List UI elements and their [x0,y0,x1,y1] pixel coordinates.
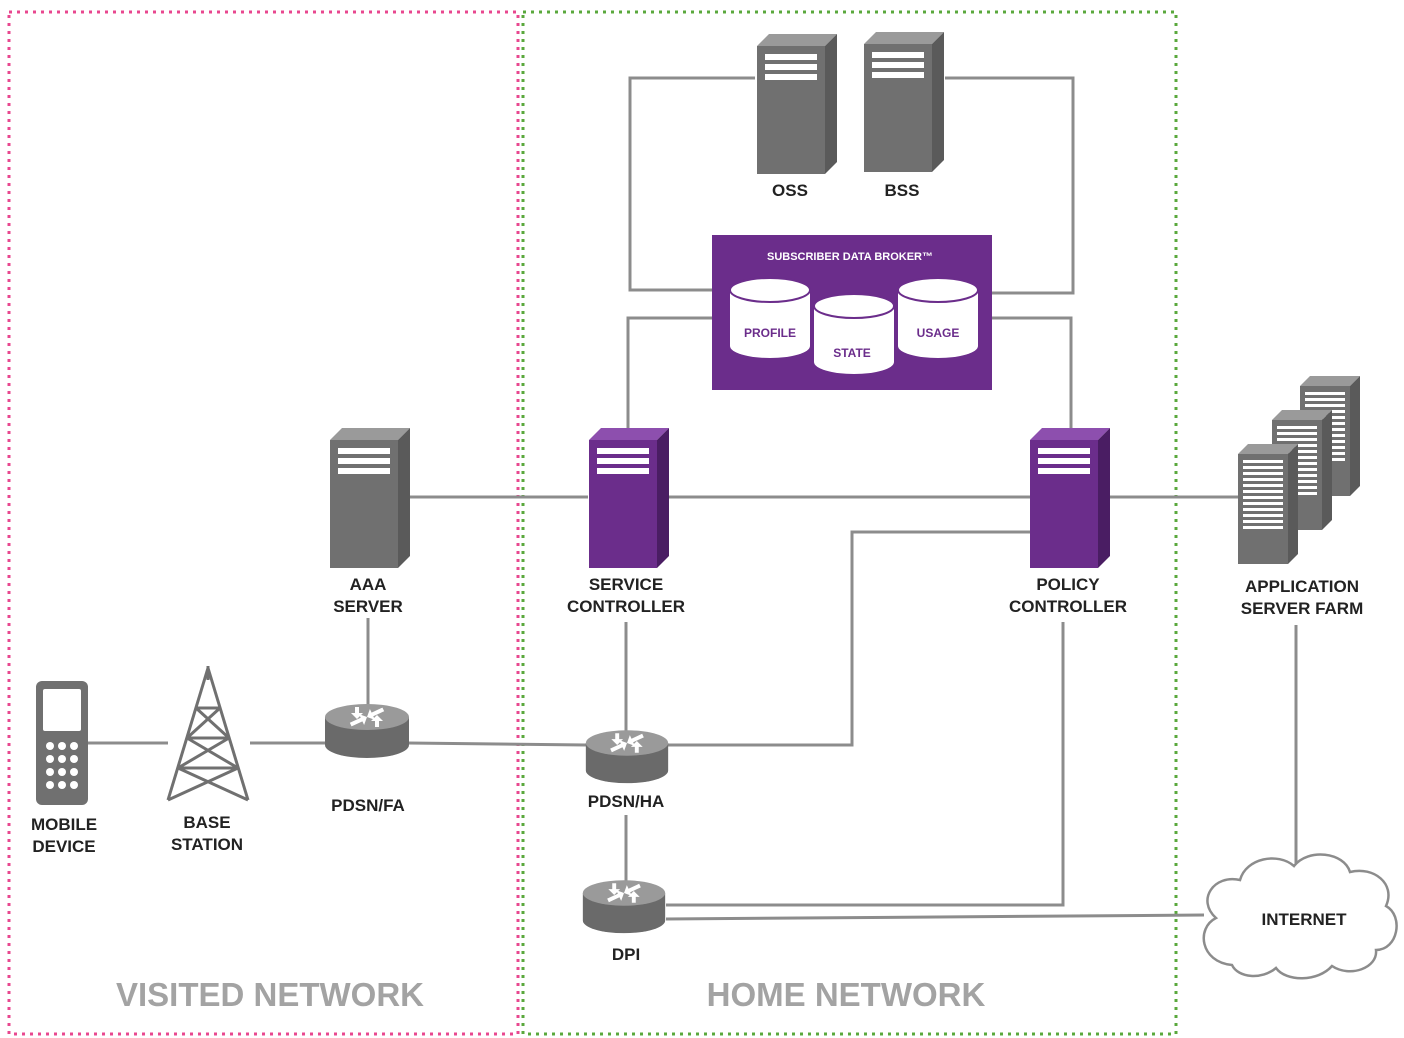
home-network-title: HOME NETWORK [707,976,986,1013]
app-farm-label-line1: APPLICATION [1245,577,1359,596]
policy-controller-server-icon [1030,428,1110,568]
policy-controller-label-line1: POLICY [1036,575,1100,594]
cell-tower-icon [166,666,250,802]
base-station-label-line1: BASE [183,813,230,832]
subscriber-data-broker: SUBSCRIBER DATA BROKER™ PROFILE STATE US… [712,235,992,390]
visited-network-zone [7,10,520,1036]
service-controller-label-line2: CONTROLLER [567,597,685,616]
aaa-server-icon [330,428,410,568]
profile-label: PROFILE [744,326,796,340]
state-database-icon [813,293,895,375]
aaa-label-line1: AAA [350,575,387,594]
application-server-farm-icon [1238,376,1360,564]
mobile-device-label-line2: DEVICE [32,837,95,856]
policy-controller-label-line2: CONTROLLER [1009,597,1127,616]
pdsn-fa-label: PDSN/FA [331,796,405,815]
app-farm-label-line2: SERVER FARM [1241,599,1364,618]
state-label: STATE [833,346,871,360]
profile-database-icon [729,277,811,359]
dpi-router-icon [582,880,666,934]
home-network-zone [521,10,1178,1036]
mobile-device-icon [36,681,88,805]
service-controller-label-line1: SERVICE [589,575,663,594]
bss-label: BSS [885,181,920,200]
connection-lines [88,76,1298,921]
internet-label: INTERNET [1262,910,1348,929]
mobile-device-label-line1: MOBILE [31,815,97,834]
cloud-icon [1202,853,1398,980]
dpi-label: DPI [612,945,640,964]
service-controller-server-icon [589,428,669,568]
pdsn-ha-label: PDSN/HA [588,792,665,811]
sdb-title: SUBSCRIBER DATA BROKER™ [767,251,933,263]
usage-database-icon [897,277,979,359]
visited-network-title: VISITED NETWORK [116,976,424,1013]
bss-server-icon [864,32,944,172]
pdsn-ha-router-icon [585,730,669,784]
base-station-label-line2: STATION [171,835,243,854]
oss-label: OSS [772,181,808,200]
usage-label: USAGE [917,326,960,340]
pdsn-fa-router-icon [325,703,409,758]
aaa-label-line2: SERVER [333,597,403,616]
oss-server-icon [757,34,837,174]
